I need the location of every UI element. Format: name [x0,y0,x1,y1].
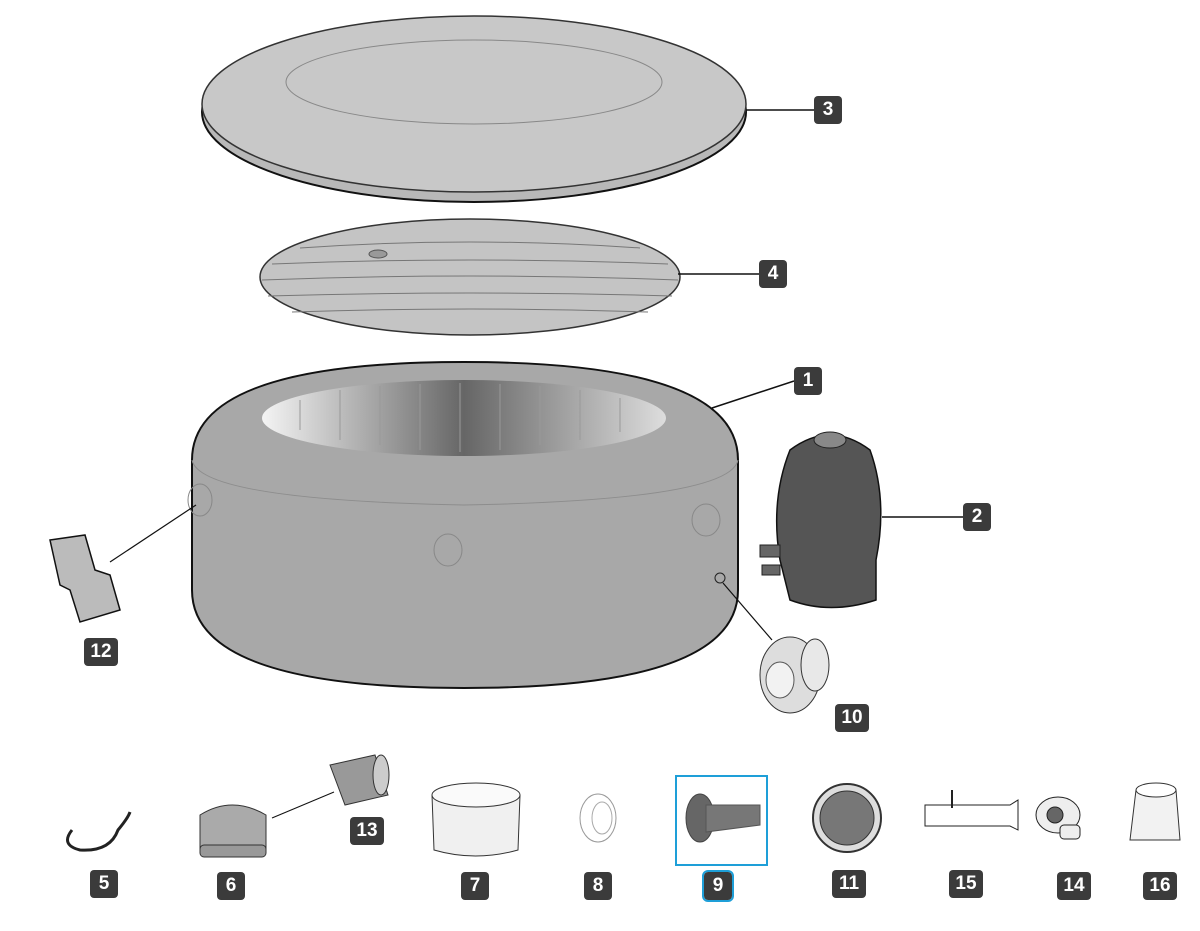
part-1-spa-tub[interactable] [109,360,795,690]
part-label-11[interactable]: 11 [832,870,866,898]
part-14-check-valve[interactable] [1035,796,1081,840]
part-label-13[interactable]: 13 [350,817,384,845]
part-11-cap[interactable] [812,783,882,853]
part-3-cover[interactable] [201,15,814,203]
part-label-14[interactable]: 14 [1057,872,1091,900]
part-15-tool[interactable] [924,790,1019,831]
part-label-2[interactable]: 2 [963,503,991,531]
part-10-air-valve[interactable] [759,636,830,714]
part-5-hose[interactable] [66,811,132,852]
part-9-connector[interactable] [685,793,761,843]
part-7-filter-cover[interactable] [431,782,521,857]
part-label-9-selected[interactable]: 9 [702,870,734,902]
part-label-16[interactable]: 16 [1143,872,1177,900]
part-label-3[interactable]: 3 [814,96,842,124]
part-label-8[interactable]: 8 [584,872,612,900]
part-label-7[interactable]: 7 [461,872,489,900]
part-16-drain-valve[interactable] [1129,782,1181,841]
part-label-12[interactable]: 12 [84,638,118,666]
part-8-ring[interactable] [579,793,617,843]
part-12-buckle[interactable] [49,534,121,623]
part-label-10[interactable]: 10 [835,704,869,732]
part-label-4[interactable]: 4 [759,260,787,288]
part-label-1[interactable]: 1 [794,367,822,395]
selected-part-highlight [675,775,768,866]
part-6-filter-housing[interactable] [199,791,335,858]
part-2-pump-unit[interactable] [759,431,963,609]
part-label-5[interactable]: 5 [90,870,118,898]
part-label-6[interactable]: 6 [217,872,245,900]
part-4-inflatable-lid[interactable] [259,218,759,336]
part-13-filter-cartridge[interactable] [329,754,390,806]
part-label-15[interactable]: 15 [949,870,983,898]
